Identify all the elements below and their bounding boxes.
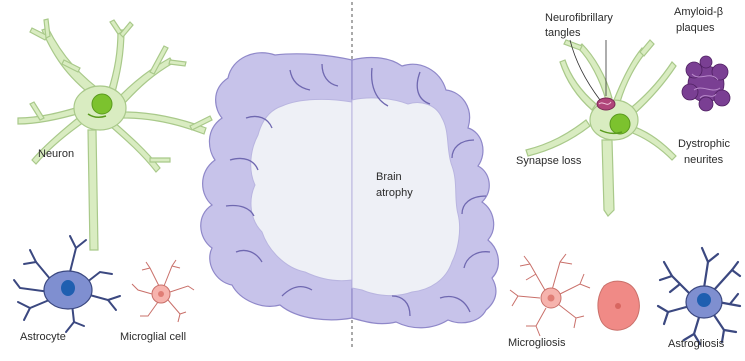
neuron-healthy <box>18 19 212 250</box>
label-neurofibrillary-1: Neurofibrillary <box>545 12 613 25</box>
label-microgliosis: Microgliosis <box>508 337 565 350</box>
activated-microglia-nucleus <box>548 295 555 302</box>
label-astrocyte: Astrocyte <box>20 331 66 344</box>
reactive-astrocyte-nucleus <box>697 293 711 307</box>
neuron-diseased <box>526 40 676 216</box>
brain-hemisphere-healthy <box>201 53 352 320</box>
label-microglial-cell: Microglial cell <box>120 331 186 344</box>
diseased-neuron-nucleus <box>610 114 630 134</box>
label-synapse-loss: Synapse loss <box>516 155 581 168</box>
label-neuron: Neuron <box>38 148 74 161</box>
label-amyloid-1: Amyloid-β <box>674 6 723 19</box>
label-brain-atrophy-1: Brain <box>376 171 402 184</box>
label-dystrophic-1: Dystrophic <box>678 138 730 151</box>
amoeboid-microglia-nucleus <box>615 303 621 309</box>
label-neurofibrillary-2: tangles <box>545 27 580 40</box>
neuron-nucleus <box>92 94 112 114</box>
brain-hemisphere-atrophied <box>352 58 498 328</box>
label-astrogliosis: Astrogliosis <box>668 338 724 351</box>
amyloid-plaque <box>682 56 730 111</box>
label-brain-atrophy-2: atrophy <box>376 187 413 200</box>
microglial-cell-nucleus <box>158 291 164 297</box>
label-amyloid-2: plaques <box>676 22 715 35</box>
astrocyte-nucleus <box>61 280 75 296</box>
label-dystrophic-2: neurites <box>684 154 723 167</box>
